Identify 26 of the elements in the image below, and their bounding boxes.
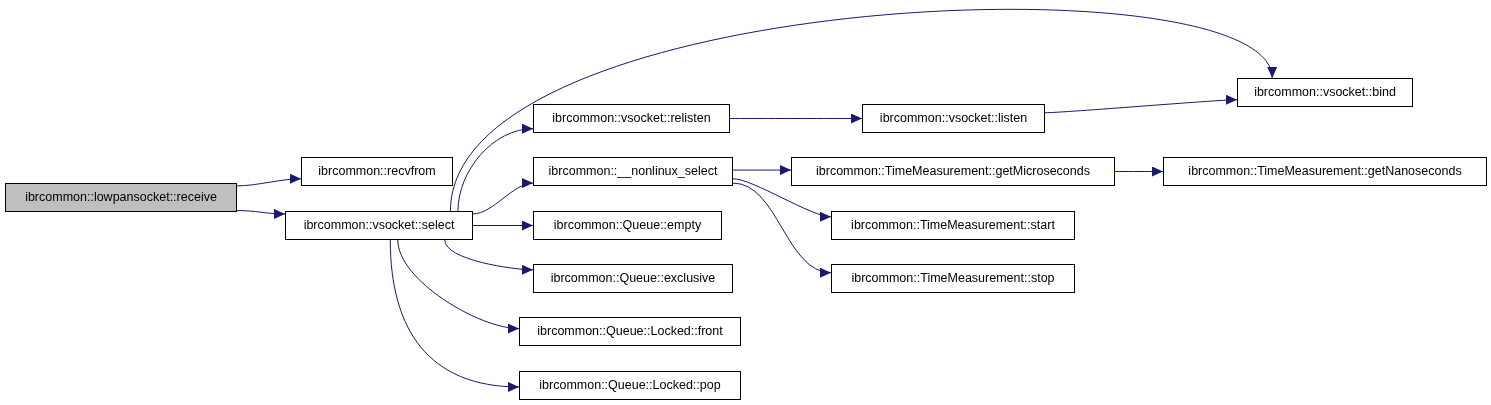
function-box <box>519 317 741 346</box>
arrow <box>389 239 520 392</box>
function-box <box>519 371 741 400</box>
function-name: ibrcommon::vsocket::select <box>303 219 455 232</box>
function-name: ibrcommon::Queue::Locked::pop <box>539 379 721 392</box>
function-box <box>533 264 733 293</box>
arrow <box>236 208 286 219</box>
arrow <box>236 174 302 187</box>
function-name: ibrcommon::lowpansocket::receive <box>25 191 217 204</box>
function-box <box>831 264 1075 293</box>
function-name: ibrcommon::Queue::Locked::front <box>537 325 723 338</box>
function-name: ibrcommon::recvfrom <box>318 165 436 178</box>
arrow <box>472 220 534 231</box>
arrow <box>444 239 534 275</box>
function-box <box>301 157 453 186</box>
function-name: ibrcommon::TimeMeasurement::start <box>851 219 1055 232</box>
function-name: ibrcommon::vsocket::bind <box>1254 86 1396 99</box>
function-box <box>1237 78 1413 107</box>
function-name: ibrcommon::TimeMeasurement::stop <box>851 272 1055 285</box>
function-box <box>831 211 1075 240</box>
function-box <box>5 183 237 212</box>
function-box <box>285 211 473 240</box>
function-box <box>533 211 722 240</box>
arrow <box>397 239 520 333</box>
function-name: ibrcommon::Queue::empty <box>553 219 702 232</box>
function-name: ibrcommon::Queue::exclusive <box>550 272 716 285</box>
